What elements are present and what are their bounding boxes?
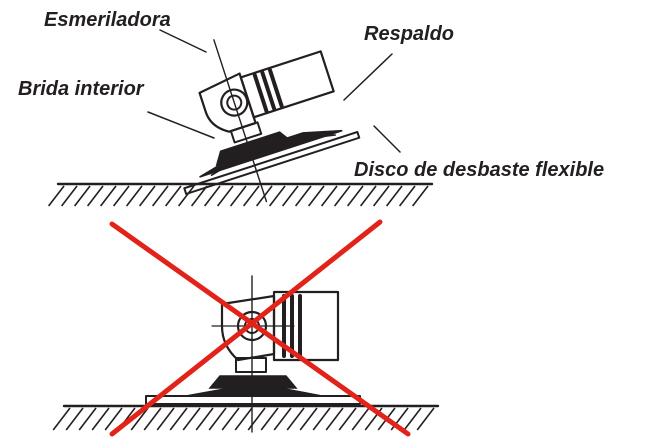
hatch-line bbox=[312, 407, 331, 431]
backing-pad-shape bbox=[199, 129, 343, 178]
hatch-line bbox=[234, 407, 253, 431]
hatch-line bbox=[403, 407, 422, 431]
hatch-line bbox=[320, 185, 338, 207]
hatch-line bbox=[281, 185, 299, 207]
hatch-line bbox=[104, 407, 123, 431]
hatch-line bbox=[268, 185, 286, 207]
hatch-line bbox=[359, 185, 377, 207]
hatch-line bbox=[338, 407, 357, 431]
hatch-line bbox=[164, 185, 182, 207]
ground-top bbox=[47, 182, 434, 207]
hatch-line bbox=[203, 185, 221, 207]
hatch-line bbox=[169, 407, 188, 431]
hatch-line bbox=[411, 185, 429, 207]
hatch-line bbox=[112, 185, 130, 207]
hatch-line bbox=[143, 407, 162, 431]
hatch-line bbox=[325, 407, 344, 431]
hatch-line bbox=[299, 407, 318, 431]
hatch-line bbox=[86, 185, 104, 207]
label-disc: Disco de desbaste flexible bbox=[354, 159, 604, 181]
inner-flange-flat bbox=[208, 375, 298, 389]
label-grinder: Esmeriladora bbox=[44, 9, 171, 31]
hatch-line bbox=[208, 407, 227, 431]
hatch-line bbox=[247, 407, 266, 431]
hatch-line bbox=[385, 185, 403, 207]
correct-usage-panel: Esmeriladora Respaldo Brida interior Dis… bbox=[18, 9, 604, 207]
label-inner-flange: Brida interior bbox=[18, 78, 145, 100]
hatch-line bbox=[221, 407, 240, 431]
hatch-line bbox=[52, 407, 71, 431]
hatch-line bbox=[65, 407, 84, 431]
hatch-line bbox=[307, 185, 325, 207]
disc-flat bbox=[145, 395, 361, 405]
hatch-line bbox=[138, 185, 156, 207]
hatch-line bbox=[78, 407, 97, 431]
hatch-line bbox=[182, 407, 201, 431]
hatch-line bbox=[351, 407, 370, 431]
hatch-line bbox=[273, 407, 292, 431]
hatch-line bbox=[190, 185, 208, 207]
hatch-line bbox=[177, 185, 195, 207]
grinder-assembly-flat bbox=[145, 275, 361, 433]
hatch-line bbox=[216, 185, 234, 207]
hatch-line bbox=[398, 185, 416, 207]
hatch-line bbox=[151, 185, 169, 207]
disc-shape bbox=[183, 131, 361, 195]
hatch-line bbox=[195, 407, 214, 431]
hatch-line bbox=[416, 407, 435, 431]
hatch-line bbox=[372, 185, 390, 207]
hatch-line bbox=[229, 185, 247, 207]
hatch-line bbox=[294, 185, 312, 207]
hatch-line bbox=[260, 407, 279, 431]
cross-icon bbox=[109, 219, 411, 437]
hatch-line bbox=[346, 185, 364, 207]
grinder-assembly-tilted bbox=[183, 39, 361, 203]
hatch-line bbox=[91, 407, 110, 431]
hatch-line bbox=[156, 407, 175, 431]
hatch-line bbox=[333, 185, 351, 207]
backing-pad-flat bbox=[185, 387, 323, 397]
hatch-line bbox=[286, 407, 305, 431]
incorrect-usage-panel bbox=[52, 219, 440, 437]
hatch-line bbox=[47, 185, 65, 207]
gear-head-flat bbox=[220, 294, 276, 362]
hatch-line bbox=[73, 185, 91, 207]
hatch-line bbox=[125, 185, 143, 207]
ground-bottom bbox=[52, 404, 440, 431]
motor-body bbox=[239, 50, 335, 119]
label-backing-pad: Respaldo bbox=[364, 23, 454, 45]
leader-lines-top bbox=[147, 29, 401, 153]
hatch-line bbox=[242, 185, 260, 207]
hatch-line bbox=[130, 407, 149, 431]
hatch-line bbox=[60, 185, 78, 207]
hatch-line bbox=[99, 185, 117, 207]
